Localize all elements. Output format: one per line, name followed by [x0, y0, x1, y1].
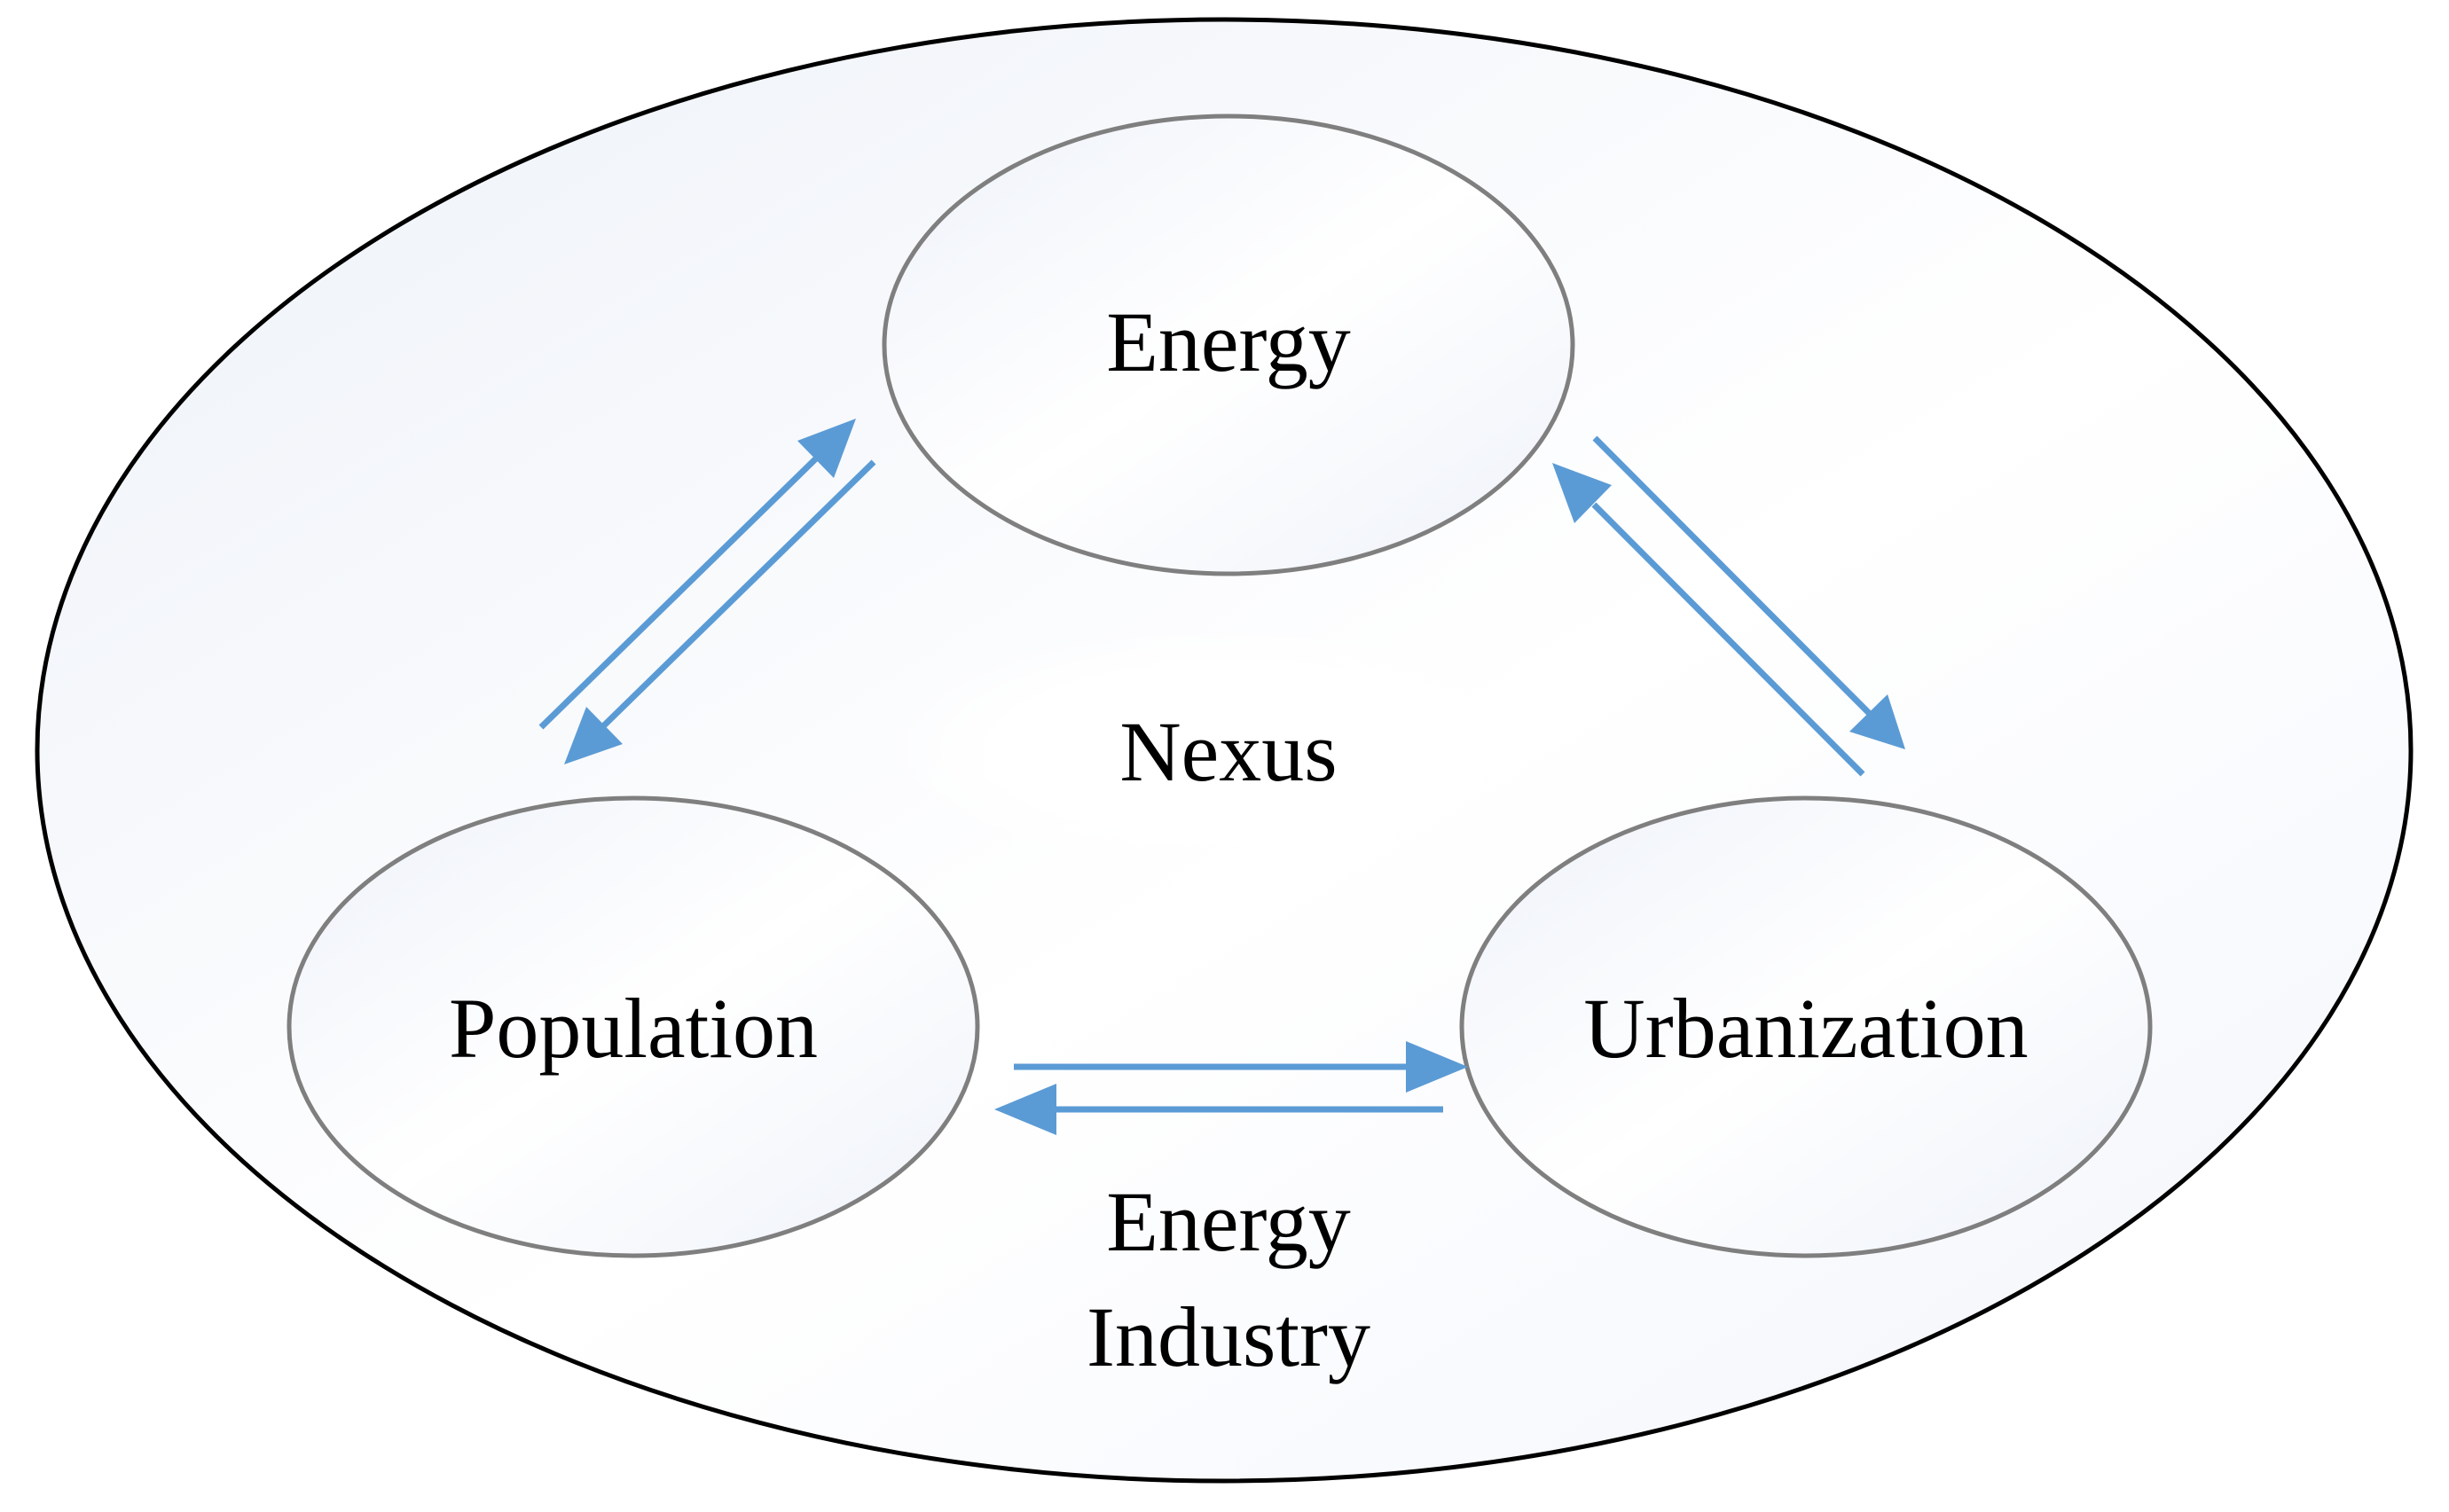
center-glow: [883, 625, 1574, 874]
node-population-label: Population: [449, 981, 818, 1076]
footer-label-line1: Energy: [1106, 1174, 1350, 1269]
node-energy-label: Energy: [1106, 294, 1350, 389]
arrow-energy-to-urbanization: [1592, 435, 1905, 749]
node-population-ellipse: [287, 795, 980, 1258]
center-label-nexus: Nexus: [1119, 704, 1337, 799]
footer-label-line2: Industry: [1087, 1289, 1370, 1384]
arrow-urbanization-to-population: [994, 1084, 1443, 1135]
arrow-population-to-energy: [538, 419, 856, 730]
node-urbanization-label: Urbanization: [1583, 981, 2028, 1076]
node-energy-ellipse: [882, 114, 1575, 576]
node-urbanization-ellipse: [1459, 795, 2153, 1258]
arrow-urbanization-to-energy: [1552, 463, 1865, 777]
arrow-population-to-urbanization: [1014, 1041, 1468, 1093]
arrow-energy-to-population: [564, 459, 876, 764]
